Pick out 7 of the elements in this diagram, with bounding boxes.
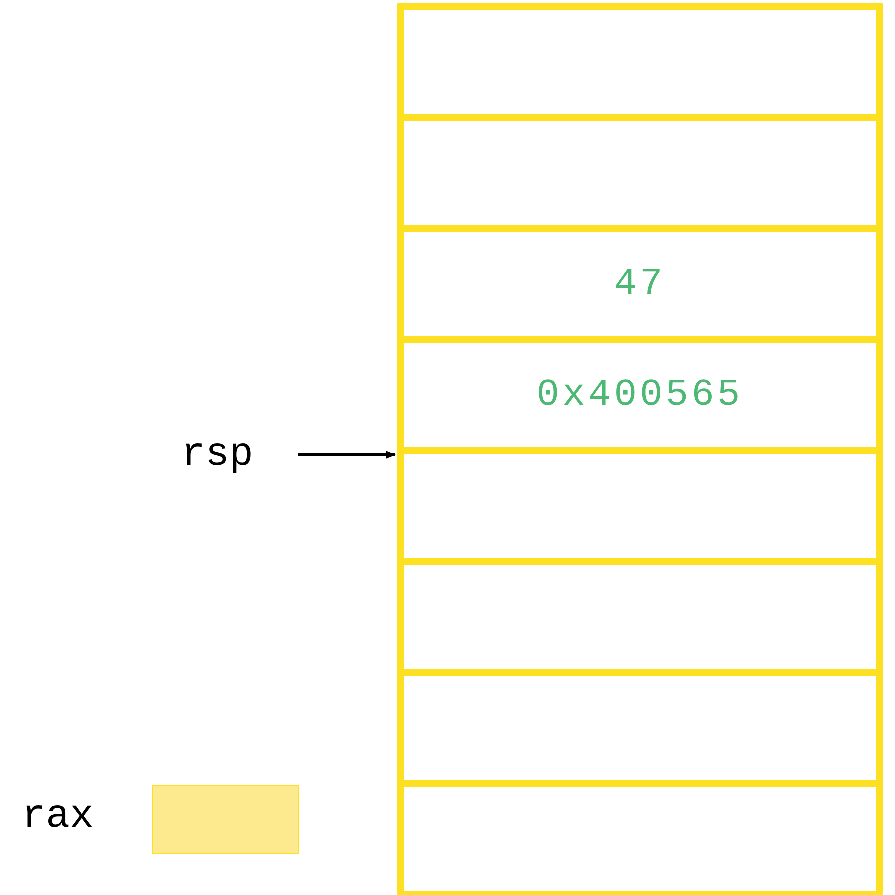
stack-value: 47 bbox=[614, 262, 666, 306]
arrow bbox=[298, 451, 396, 459]
stack-value: 0x400565 bbox=[536, 374, 744, 416]
register-box bbox=[152, 785, 299, 854]
memory-stack bbox=[397, 3, 883, 895]
register-name: rax bbox=[22, 795, 94, 840]
register-name: rsp bbox=[165, 425, 270, 485]
